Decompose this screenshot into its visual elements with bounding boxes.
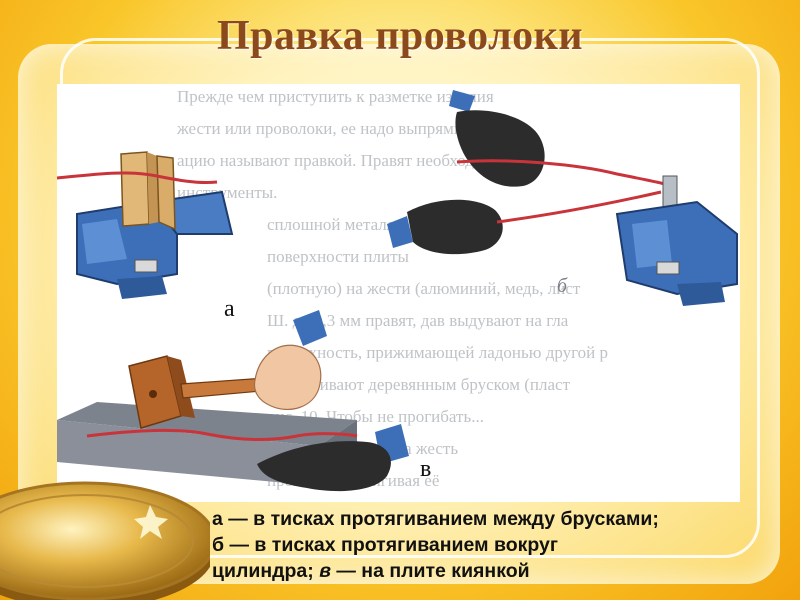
background-text-line: выравнивают деревянным бруском (пласт <box>267 375 571 394</box>
caption-line-v-start: цилиндра; <box>212 560 320 582</box>
wire-b-lower <box>496 190 662 224</box>
slide-title: Правка проволоки <box>216 13 584 59</box>
glove-lower <box>387 199 503 255</box>
label-b: б <box>557 275 568 297</box>
label-a: а <box>224 296 235 322</box>
wire-a <box>57 171 218 184</box>
background-text-line: ацию называют правкой. Правят необходимы… <box>177 151 525 170</box>
caption-line-v-end: — на плите киянкой <box>330 560 530 582</box>
wire-straightening-illustration: Прежде чем приступить к разметке изделия… <box>57 84 740 502</box>
caption-line-a: а — в тисках протягиванием между брускам… <box>212 508 659 530</box>
wooden-blocks <box>120 151 176 231</box>
coin-decoration <box>0 481 210 600</box>
background-text-line: Прежде чем приступить к разметке изделия <box>177 87 494 106</box>
label-v: в <box>420 456 432 482</box>
illustration-svg: Прежде чем приступить к разметке изделия… <box>57 87 738 492</box>
background-text-line: Ш. до 0,3 мм правят, дав выдувают на гла <box>267 311 569 330</box>
glove-upper <box>449 90 545 187</box>
bare-hand <box>253 310 327 410</box>
figure-caption: а — в тисках протягиванием между брускам… <box>212 506 792 584</box>
caption-line-v: цилиндра; в — на плите киянкой <box>212 558 792 584</box>
background-text-line: поверхность, прижимающей ладонью другой … <box>267 343 608 362</box>
background-text-line: жести или проволоки, ее надо выпрямить. … <box>176 119 526 138</box>
background-text-line: (плотную) на жести (алюминий, медь, лист <box>267 279 581 298</box>
glove-v <box>257 424 409 492</box>
background-text-line: поверхности плиты <box>267 247 410 266</box>
wire-v <box>86 428 358 442</box>
wire-b-upper <box>456 159 672 188</box>
caption-line-v-italic: в <box>319 560 331 582</box>
vise-b <box>615 175 738 306</box>
caption-line-b: б — в тисках протягиванием вокруг <box>212 534 558 556</box>
